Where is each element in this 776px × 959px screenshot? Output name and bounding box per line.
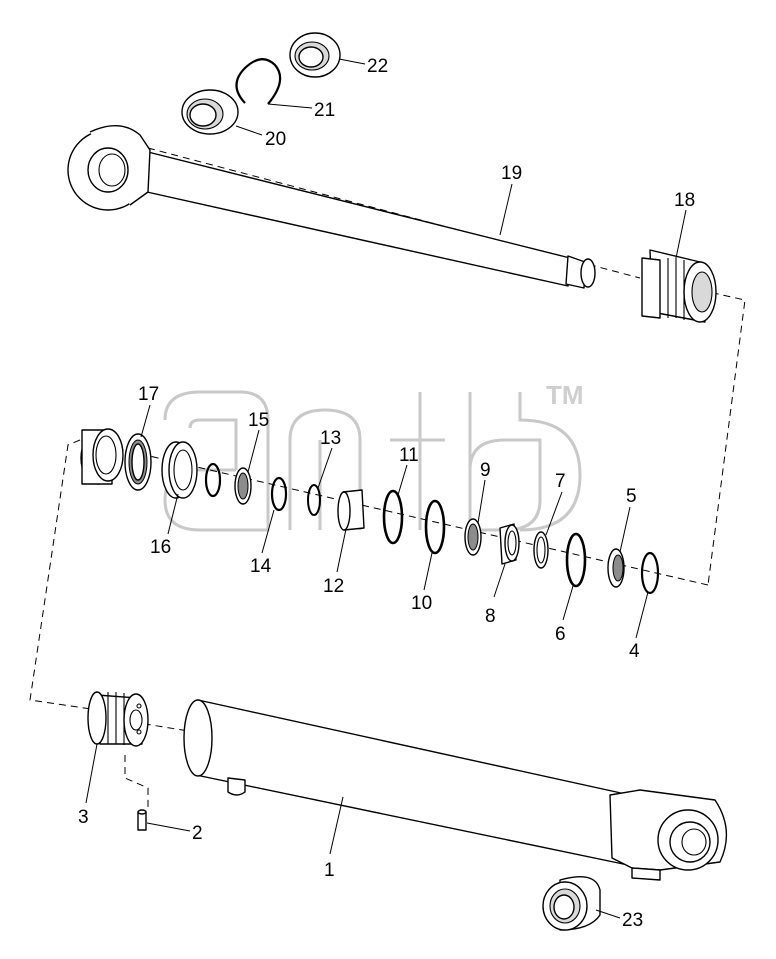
part-pin	[137, 809, 147, 831]
part-10-oring	[424, 499, 446, 555]
callout-2: 2	[192, 823, 203, 844]
part-8-nut	[499, 523, 520, 565]
callout-21: 21	[314, 100, 335, 121]
part-cylinder-tube	[183, 699, 728, 881]
part-16-wear-ring	[161, 441, 198, 499]
callout-10: 10	[411, 593, 432, 614]
part-piston	[87, 691, 149, 747]
callout-5: 5	[626, 486, 637, 507]
part-4-snap-ring	[640, 551, 660, 595]
callout-labels: 22 21 20 19 18 17 15 13 11 9 7 5 16 14 1…	[78, 56, 695, 931]
part-17-ring	[124, 433, 152, 491]
part-wear-ring-large	[80, 428, 124, 485]
part-13-oring	[307, 484, 321, 516]
part-7-seal	[533, 531, 549, 569]
callout-13: 13	[320, 428, 341, 449]
callout-8: 8	[485, 606, 496, 627]
part-15-seal	[234, 467, 252, 505]
part-rod-eye-bushing	[181, 89, 239, 135]
watermark-logo: TM	[163, 380, 584, 532]
part-5-seal	[607, 548, 625, 588]
callout-7: 7	[555, 471, 566, 492]
part-tube-eye-bushing	[542, 876, 601, 931]
part-9-seal	[464, 518, 482, 556]
callout-20: 20	[265, 129, 286, 150]
callout-9: 9	[480, 460, 491, 481]
part-piston-rod	[67, 125, 596, 289]
callout-1: 1	[324, 860, 335, 881]
part-11-oring	[382, 489, 404, 545]
callout-12: 12	[323, 576, 344, 597]
part-oring-a	[204, 462, 222, 498]
callout-22: 22	[367, 56, 388, 77]
callout-16: 16	[150, 537, 171, 558]
callout-15: 15	[248, 410, 269, 431]
part-snap-ring	[235, 58, 282, 105]
callout-11: 11	[399, 445, 419, 466]
callout-23: 23	[622, 910, 643, 931]
callout-14: 14	[250, 556, 272, 577]
callout-6: 6	[555, 624, 566, 645]
watermark-trademark: TM	[546, 380, 584, 410]
callout-18: 18	[674, 190, 695, 211]
callout-19: 19	[501, 163, 522, 184]
part-dust-seal	[289, 32, 341, 78]
part-cylinder-head	[641, 249, 717, 323]
callout-4: 4	[629, 641, 640, 662]
leader-lines	[85, 58, 687, 919]
callout-17: 17	[138, 384, 159, 405]
part-6-oring	[565, 532, 587, 588]
part-12-spacer	[337, 489, 365, 531]
part-14-oring	[270, 476, 288, 512]
callout-3: 3	[78, 807, 89, 828]
